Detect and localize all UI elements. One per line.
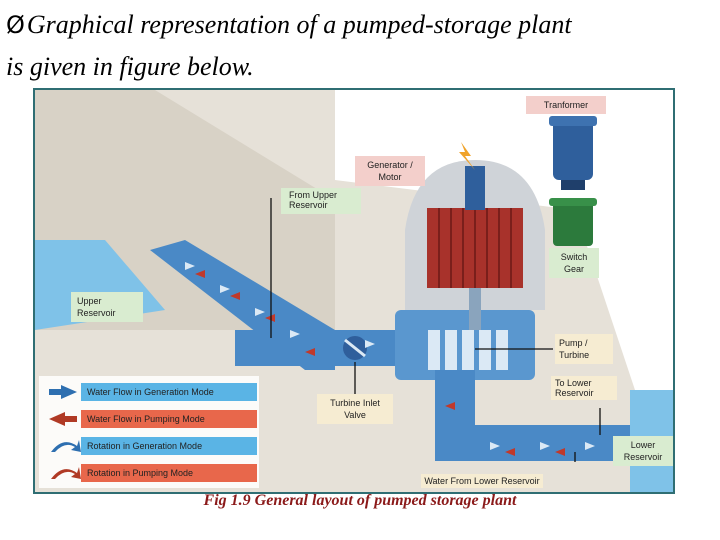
flow-arrows-generation bbox=[185, 262, 595, 450]
label-valve-line1: Turbine Inlet bbox=[330, 398, 380, 408]
label-lower-line2: Reservoir bbox=[624, 452, 663, 462]
legend-rotation-pumping-icon bbox=[51, 467, 81, 479]
generator-shaft bbox=[469, 288, 481, 330]
label-from-lower: Water From Lower Reservoir bbox=[424, 476, 539, 486]
label-pump-line1: Pump / bbox=[559, 338, 588, 348]
label-pump-line2: Turbine bbox=[559, 350, 589, 360]
label-switch-line1: Switch bbox=[561, 252, 588, 262]
label-upper-line2: Reservoir bbox=[77, 308, 116, 318]
heading-text-2: is given in figure below. bbox=[6, 52, 254, 81]
transformer bbox=[549, 116, 597, 190]
pumped-storage-figure: Tranformer Generator / Motor From Upper … bbox=[33, 88, 675, 494]
label-valve-line2: Valve bbox=[344, 410, 366, 420]
pumped-storage-diagram: Tranformer Generator / Motor From Upper … bbox=[35, 90, 673, 492]
legend-arrow-generation-flow-icon bbox=[49, 385, 77, 399]
legend: Water Flow in Generation Mode Water Flow… bbox=[39, 376, 259, 488]
legend-item-4: Rotation in Pumping Mode bbox=[87, 468, 193, 478]
label-to-lower-line2: Reservoir bbox=[555, 388, 594, 398]
slide-heading: ØGraphical representation of a pumped-st… bbox=[6, 4, 716, 88]
legend-item-3: Rotation in Generation Mode bbox=[87, 441, 202, 451]
arrow-bullet-icon: Ø bbox=[6, 11, 25, 39]
heading-text-1: Graphical representation of a pumped-sto… bbox=[26, 10, 572, 39]
legend-rotation-generation-icon bbox=[51, 440, 81, 452]
label-from-upper-line2: Reservoir bbox=[289, 200, 328, 210]
heading-line-1: ØGraphical representation of a pumped-st… bbox=[6, 4, 716, 46]
label-transformer: Tranformer bbox=[544, 100, 588, 110]
label-from-upper-line1: From Upper bbox=[289, 190, 337, 200]
switch-gear bbox=[549, 198, 597, 246]
label-lower-line1: Lower bbox=[631, 440, 656, 450]
label-switch-line2: Gear bbox=[564, 264, 584, 274]
label-generator-line1: Generator / bbox=[367, 160, 413, 170]
figure-caption: Fig 1.9 General layout of pumped storage… bbox=[203, 492, 517, 509]
label-to-lower-line1: To Lower bbox=[555, 378, 592, 388]
flow-arrows-pumping bbox=[195, 270, 565, 456]
label-generator-line2: Motor bbox=[378, 172, 401, 182]
pump-turbine-runner bbox=[428, 330, 508, 370]
legend-arrow-pumping-flow-icon bbox=[49, 412, 77, 426]
legend-item-2: Water Flow in Pumping Mode bbox=[87, 414, 205, 424]
label-upper-line1: Upper bbox=[77, 296, 102, 306]
legend-item-1: Water Flow in Generation Mode bbox=[87, 387, 214, 397]
spark-icon bbox=[459, 142, 475, 170]
generator-shaft-top bbox=[465, 166, 485, 210]
tailrace bbox=[435, 425, 630, 461]
